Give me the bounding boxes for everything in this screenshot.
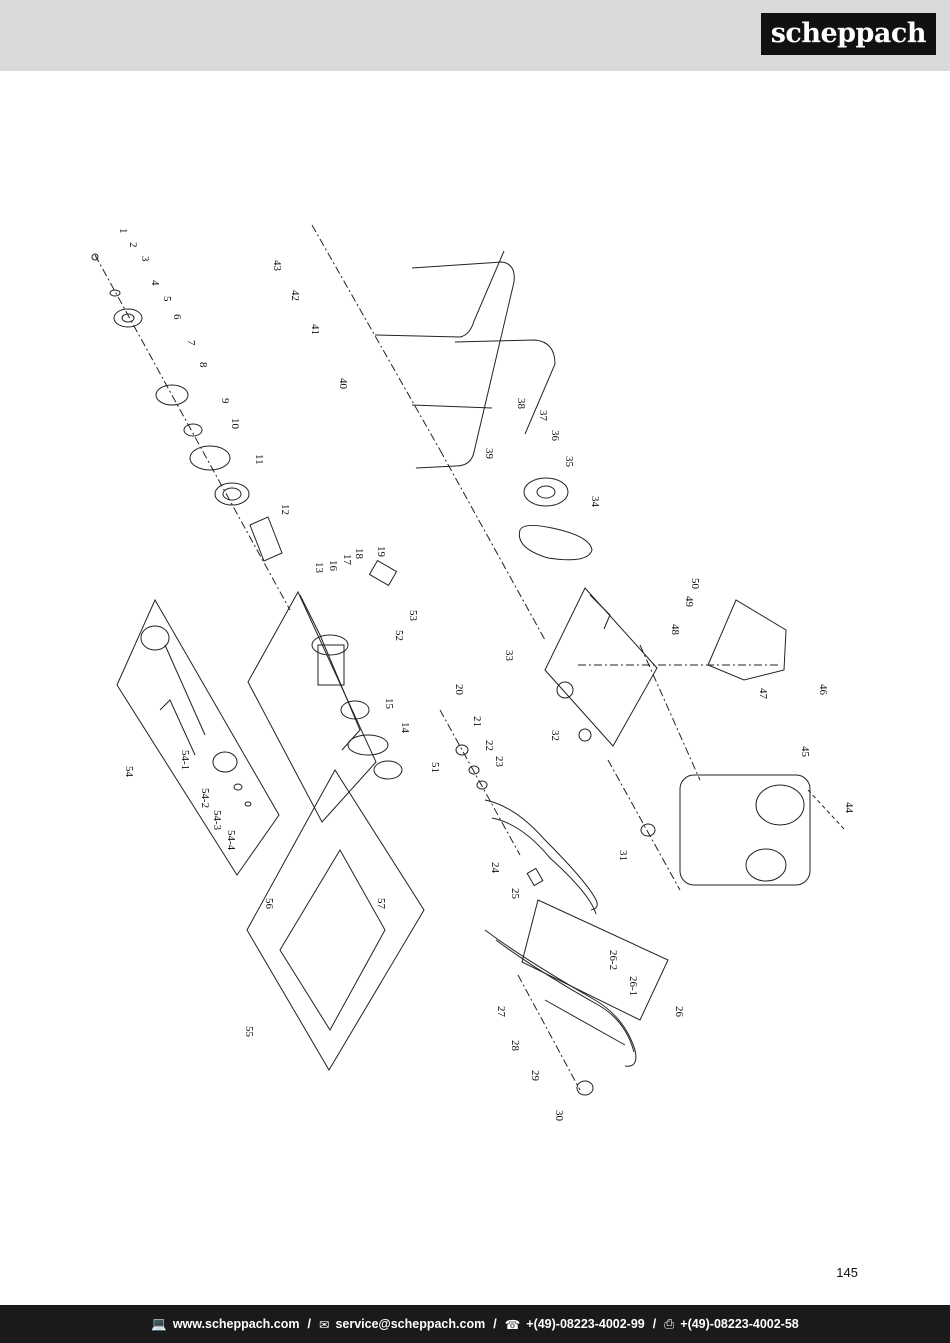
callout-label: 23 xyxy=(493,756,505,768)
callout-label: 2 xyxy=(127,242,139,248)
mail-icon: ✉ xyxy=(318,1317,330,1332)
callout-label: 51 xyxy=(429,762,441,773)
exploded-parts-diagram: 1 2 3 4 5 6 7 8 9 10 11 12 13 14 15 16 1… xyxy=(91,224,855,1122)
callout-label: 20 xyxy=(453,684,465,696)
page-number: 145 xyxy=(836,1265,858,1280)
callout-label: 48 xyxy=(669,624,681,636)
callout-label: 8 xyxy=(197,362,209,368)
footer-separator: / xyxy=(652,1317,657,1331)
footer-phone: +(49)-08223-4002-99 xyxy=(526,1317,645,1331)
callout-label: 5 xyxy=(161,296,173,302)
fax-icon: ⎙ xyxy=(664,1316,675,1331)
callout-label: 21 xyxy=(471,716,483,727)
callout-label: 7 xyxy=(185,340,197,346)
callout-label: 1 xyxy=(117,228,129,234)
callout-label: 3 xyxy=(139,256,151,262)
footer-separator: / xyxy=(307,1317,311,1331)
callout-label: 56 xyxy=(263,898,275,910)
callout-label: 54-1 xyxy=(179,750,191,770)
callout-label: 14 xyxy=(399,722,411,734)
callout-labels: 1 2 3 4 5 6 7 8 9 10 11 12 13 14 15 16 1… xyxy=(117,228,855,1122)
callout-label: 35 xyxy=(563,456,575,468)
callout-label: 44 xyxy=(843,802,855,814)
callout-label: 31 xyxy=(617,850,629,861)
callout-label: 10 xyxy=(229,418,241,430)
callout-label: 9 xyxy=(219,398,231,404)
callout-label: 32 xyxy=(549,730,561,741)
callout-label: 4 xyxy=(149,280,161,286)
callout-label: 41 xyxy=(309,324,321,335)
callout-label: 49 xyxy=(683,596,695,608)
callout-label: 39 xyxy=(483,448,495,460)
callout-label: 26-2 xyxy=(607,950,619,970)
callout-label: 6 xyxy=(171,314,183,320)
computer-icon: 💻 xyxy=(151,1316,167,1331)
callout-label: 46 xyxy=(817,684,829,696)
callout-label: 54-4 xyxy=(225,830,237,851)
callout-label: 40 xyxy=(337,378,349,390)
callout-label: 38 xyxy=(515,398,527,410)
callout-label: 26-1 xyxy=(627,976,639,996)
callout-label: 15 xyxy=(383,698,395,710)
footer-email[interactable]: service@scheppach.com xyxy=(335,1317,486,1331)
callout-label: 34 xyxy=(589,496,601,508)
callout-label: 50 xyxy=(689,578,701,590)
callout-label: 52 xyxy=(393,630,405,641)
footer-separator: / xyxy=(493,1317,497,1331)
callout-label: 24 xyxy=(489,862,501,874)
callout-label: 45 xyxy=(799,746,811,758)
footer-fax: +(49)-08223-4002-58 xyxy=(680,1317,799,1331)
callout-label: 11 xyxy=(253,454,265,465)
callout-label: 54-3 xyxy=(211,810,223,831)
callout-label: 27 xyxy=(495,1006,507,1018)
callout-label: 28 xyxy=(509,1040,521,1052)
callout-label: 16 xyxy=(327,560,339,572)
callout-label: 54 xyxy=(123,766,135,778)
callout-label: 37 xyxy=(537,410,549,422)
callout-label: 22 xyxy=(483,740,495,751)
callout-label: 19 xyxy=(375,546,387,558)
footer-bar: 💻 www.scheppach.com / ✉ service@scheppac… xyxy=(0,1305,950,1343)
phone-icon: ☎ xyxy=(504,1317,521,1332)
callout-label: 12 xyxy=(279,504,291,515)
callout-label: 43 xyxy=(271,260,283,272)
callout-label: 17 xyxy=(341,554,353,566)
callout-label: 36 xyxy=(549,430,561,442)
callout-label: 26 xyxy=(673,1006,685,1018)
footer-website[interactable]: www.scheppach.com xyxy=(172,1317,300,1331)
callout-label: 30 xyxy=(553,1110,565,1122)
callout-label: 47 xyxy=(757,688,769,700)
callout-label: 57 xyxy=(375,898,387,910)
callout-label: 42 xyxy=(289,290,301,301)
callout-label: 53 xyxy=(407,610,419,622)
callout-label: 33 xyxy=(503,650,515,662)
callout-label: 54-2 xyxy=(199,788,211,808)
callout-label: 13 xyxy=(313,562,325,574)
callout-label: 25 xyxy=(509,888,521,900)
brand-logo: scheppach xyxy=(760,13,936,55)
callout-label: 29 xyxy=(529,1070,541,1082)
header-bar: scheppach xyxy=(0,0,950,71)
callout-label: 55 xyxy=(243,1026,255,1038)
callout-label: 18 xyxy=(353,548,365,560)
